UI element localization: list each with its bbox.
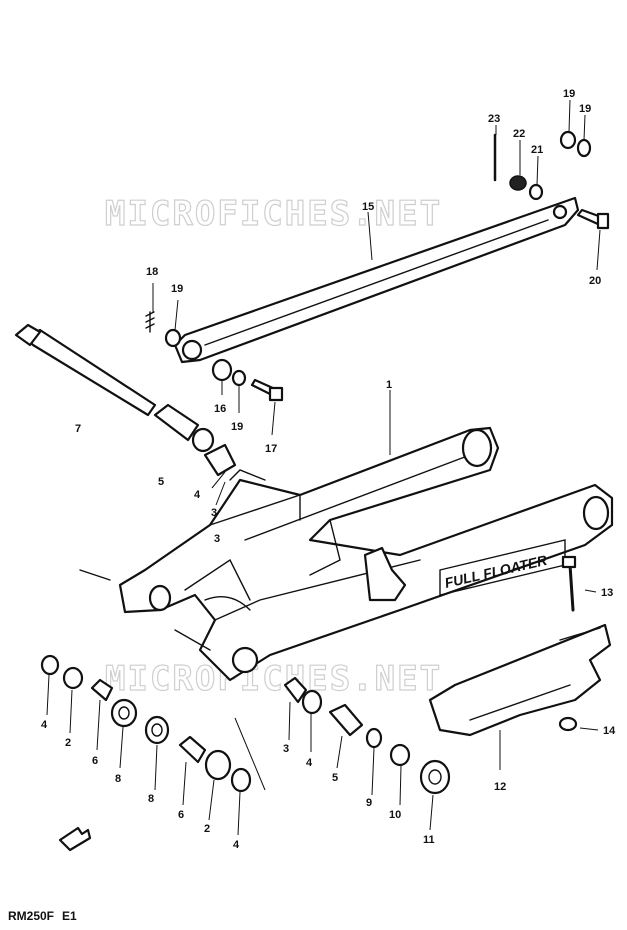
tie-rod-part-15 <box>173 196 580 364</box>
callout-19-mid: 19 <box>231 421 243 433</box>
bushing-part-16 <box>211 358 233 382</box>
collar-part-19-top-a <box>559 130 577 150</box>
callout-2-mid: 2 <box>204 823 210 835</box>
seal-part-4-upper <box>191 427 215 453</box>
callout-5-upper: 5 <box>158 476 164 488</box>
chain-buffer-part-12 <box>428 623 612 737</box>
sleeve-part-5-upper <box>153 403 200 442</box>
callout-6-left: 6 <box>92 755 98 767</box>
callout-20: 20 <box>589 275 601 287</box>
callout-3-upper: 3 <box>211 507 217 519</box>
nut-part-10 <box>389 743 411 767</box>
nut-part-11 <box>419 759 451 795</box>
callout-11: 11 <box>423 834 435 846</box>
callout-21: 21 <box>531 144 543 156</box>
washer-part-21 <box>528 183 544 201</box>
pivot-shaft-part-7 <box>14 323 157 417</box>
watermark-top: MICROFICHES.NET <box>105 194 442 234</box>
callout-22: 22 <box>513 128 525 140</box>
callout-17: 17 <box>265 443 277 455</box>
callout-14: 14 <box>603 725 616 737</box>
bolt-part-17 <box>250 378 284 402</box>
callout-19-top-b: 19 <box>579 103 591 115</box>
front-arrow-icon <box>58 826 92 852</box>
collar-part-19-top-b <box>576 138 592 158</box>
seal-part-4-lower <box>301 689 323 715</box>
collar-part-6-mid <box>178 735 207 764</box>
bearing-part-2-left <box>62 666 84 690</box>
collar-part-6-left <box>90 678 114 702</box>
washer-part-9 <box>365 727 383 749</box>
callout-12: 12 <box>494 781 506 793</box>
callout-9: 9 <box>366 797 372 809</box>
callout-7: 7 <box>75 423 81 435</box>
bolt-part-20 <box>576 208 610 230</box>
nut-part-14 <box>558 716 578 732</box>
callout-4-left: 4 <box>41 719 48 731</box>
callout-5-lower: 5 <box>332 772 338 784</box>
callout-3-lower: 3 <box>283 743 289 755</box>
nut-part-22 <box>509 175 527 191</box>
callout-4-mid: 4 <box>233 839 240 851</box>
sleeve-part-5-lower <box>328 703 364 737</box>
callout-23: 23 <box>488 113 500 125</box>
callout-4-lower: 4 <box>306 757 313 769</box>
seal-part-4-mid <box>230 767 252 793</box>
callout-18: 18 <box>146 266 158 278</box>
watermark-bottom: MICROFICHES.NET <box>105 659 442 699</box>
callout-19-top-a: 19 <box>563 88 575 100</box>
callout-6-mid: 6 <box>178 809 184 821</box>
callout-1: 1 <box>386 379 392 391</box>
seal-part-4-left <box>40 654 60 676</box>
callout-4-upper: 4 <box>194 489 201 501</box>
bolt-part-13 <box>561 555 577 612</box>
swingarm-part-1 <box>79 426 614 682</box>
callout-16: 16 <box>214 403 226 415</box>
callout-8-mid: 8 <box>148 793 154 805</box>
seal-part-8-left <box>110 698 138 728</box>
callout-labels: 1 15 18 19 23 22 21 19 19 20 16 19 17 7 … <box>41 88 616 851</box>
callout-13: 13 <box>601 587 613 599</box>
callout-19-left: 19 <box>171 283 183 295</box>
callout-2-left: 2 <box>65 737 71 749</box>
bolt-part-18 <box>145 311 155 333</box>
leader-lines <box>46 99 601 836</box>
seal-part-8-mid <box>144 715 170 745</box>
callout-10: 10 <box>389 809 401 821</box>
region-code: E1 <box>62 909 77 923</box>
model-footer: RM250F E1 <box>8 909 77 923</box>
callout-3-side: 3 <box>214 533 220 545</box>
callout-8-left: 8 <box>115 773 121 785</box>
model-code: RM250F <box>8 909 54 923</box>
spacer-part-3-upper <box>203 443 237 477</box>
bearing-part-2-mid <box>204 749 232 781</box>
spacer-part-3-lower <box>283 676 308 704</box>
washer-part-19-mid <box>231 369 247 387</box>
callout-15: 15 <box>362 201 374 213</box>
collar-part-19-left <box>164 328 182 348</box>
